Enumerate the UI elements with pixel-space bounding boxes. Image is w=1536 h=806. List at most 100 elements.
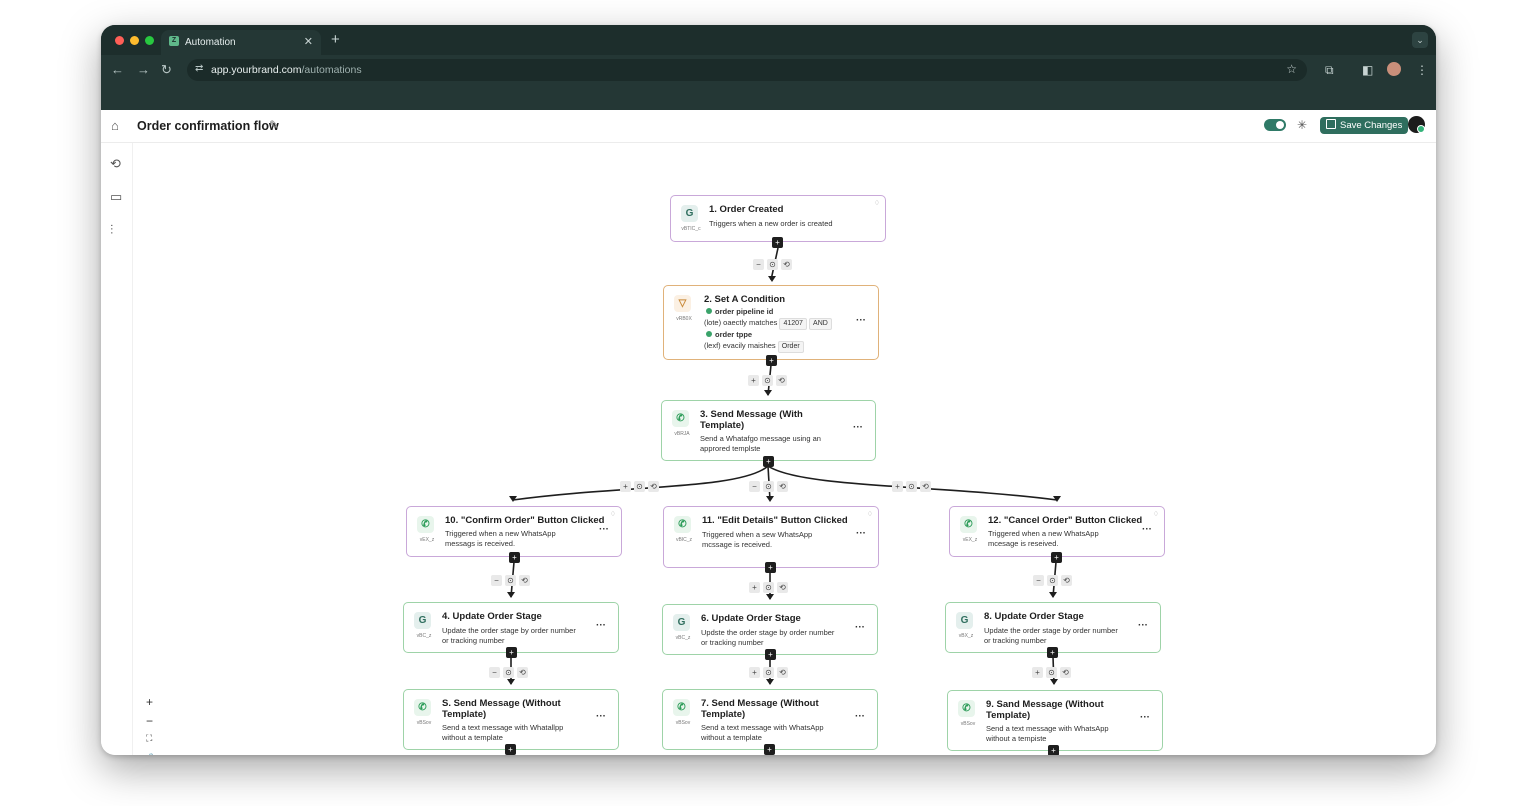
new-tab-button[interactable]: + xyxy=(331,31,340,48)
forward-icon[interactable]: → xyxy=(137,62,150,77)
flow-enabled-toggle[interactable] xyxy=(1264,119,1286,131)
address-bar[interactable]: ⇄ app.yourbrand.com/automations ☆ xyxy=(187,59,1307,81)
extensions-icon[interactable]: ⧉ xyxy=(1325,63,1334,77)
node-cancel-order-clicked[interactable]: ✆ vEX_z 12. "Cancel Order" Button Clicke… xyxy=(949,506,1165,557)
add-step-port[interactable]: + xyxy=(506,647,517,658)
add-step-icon[interactable]: + xyxy=(748,375,759,386)
comments-icon[interactable]: ▭ xyxy=(110,189,123,204)
history-step-icon[interactable]: ⟲ xyxy=(1061,575,1072,586)
remove-step-icon[interactable]: − xyxy=(753,259,764,270)
remove-step-icon[interactable]: − xyxy=(489,667,500,678)
settings-icon[interactable]: ⊙ xyxy=(1047,575,1058,586)
bookmark-star-icon[interactable]: ☆ xyxy=(1286,62,1297,76)
add-step-port[interactable]: + xyxy=(1047,647,1058,658)
add-step-port[interactable]: + xyxy=(764,744,775,755)
node-order-created[interactable]: G vBTIC_c 1. Order Created Triggers when… xyxy=(670,195,886,242)
edit-title-icon[interactable]: ✎ xyxy=(269,118,280,132)
settings-icon[interactable]: ⊙ xyxy=(763,667,774,678)
site-settings-icon[interactable]: ⇄ xyxy=(195,63,204,74)
settings-icon[interactable]: ⊙ xyxy=(1046,667,1057,678)
remove-step-icon[interactable]: − xyxy=(491,575,502,586)
more-options-icon[interactable]: ··· xyxy=(1138,620,1148,631)
settings-icon[interactable]: ⊙ xyxy=(503,667,514,678)
profile-avatar[interactable] xyxy=(1387,62,1401,76)
add-step-icon[interactable]: + xyxy=(620,481,631,492)
remove-step-icon[interactable]: − xyxy=(749,481,760,492)
more-options-icon[interactable]: ··· xyxy=(596,711,606,722)
tab-search-button[interactable]: ⌄ xyxy=(1412,32,1428,48)
add-step-port[interactable]: + xyxy=(772,237,783,248)
zoom-out-button[interactable]: − xyxy=(146,714,154,728)
add-step-port[interactable]: + xyxy=(766,355,777,366)
add-step-icon[interactable]: + xyxy=(1032,667,1043,678)
history-step-icon[interactable]: ⟲ xyxy=(1060,667,1071,678)
notification-bell-icon[interactable]: ♢ xyxy=(866,511,873,518)
user-avatar[interactable] xyxy=(1408,116,1425,133)
maximize-window-button[interactable] xyxy=(145,36,154,45)
add-step-port[interactable]: + xyxy=(765,562,776,573)
more-options-icon[interactable]: ··· xyxy=(596,620,606,631)
fit-view-button[interactable]: ⛶ xyxy=(146,733,153,743)
notification-bell-icon[interactable]: ♢ xyxy=(1152,511,1159,518)
settings-icon[interactable]: ⊙ xyxy=(767,259,778,270)
node-update-order-stage-8[interactable]: G vBX_z 8. Update Order Stage Update the… xyxy=(945,602,1161,653)
more-options-icon[interactable]: ··· xyxy=(856,528,866,539)
node-update-order-stage-4[interactable]: G vBC_z 4. Update Order Stage Update the… xyxy=(403,602,619,653)
back-icon[interactable]: ← xyxy=(111,62,124,77)
add-step-port[interactable]: + xyxy=(1051,552,1062,563)
add-step-port[interactable]: + xyxy=(763,456,774,467)
remove-step-icon[interactable]: − xyxy=(1033,575,1044,586)
history-step-icon[interactable]: ⟲ xyxy=(777,582,788,593)
add-step-port[interactable]: + xyxy=(765,649,776,660)
minimize-window-button[interactable] xyxy=(130,36,139,45)
tab-close-icon[interactable]: ✕ xyxy=(303,36,313,48)
history-step-icon[interactable]: ⟲ xyxy=(920,481,931,492)
history-step-icon[interactable]: ⟲ xyxy=(648,481,659,492)
settings-icon[interactable]: ⊙ xyxy=(634,481,645,492)
add-step-port[interactable]: + xyxy=(509,552,520,563)
more-options-icon[interactable]: ··· xyxy=(855,711,865,722)
history-step-icon[interactable]: ⟲ xyxy=(777,481,788,492)
add-step-icon[interactable]: + xyxy=(749,667,760,678)
settings-icon[interactable]: ⊙ xyxy=(763,582,774,593)
node-edit-details-clicked[interactable]: ✆ vBIC_z 11. "Edit Details" Button Click… xyxy=(663,506,879,568)
settings-icon[interactable]: ⊙ xyxy=(763,481,774,492)
tab-automation[interactable]: Z Automation ✕ xyxy=(161,30,321,55)
more-options-icon[interactable]: ··· xyxy=(599,524,609,535)
save-changes-button[interactable]: Save Changes xyxy=(1320,117,1409,134)
filters-icon[interactable]: ⫶ xyxy=(110,222,114,237)
node-confirm-order-clicked[interactable]: ✆ vEX_z 10. "Confirm Order" Button Click… xyxy=(406,506,622,557)
lock-canvas-button[interactable]: 🔒 xyxy=(146,753,156,755)
history-step-icon[interactable]: ⟲ xyxy=(517,667,528,678)
more-options-icon[interactable]: ··· xyxy=(855,622,865,633)
add-step-port[interactable]: + xyxy=(1048,745,1059,755)
settings-icon[interactable]: ⊙ xyxy=(505,575,516,586)
notification-bell-icon[interactable]: ♢ xyxy=(609,511,616,518)
node-update-order-stage-6[interactable]: G vBC_z 6. Update Order Stage Updste the… xyxy=(662,604,878,655)
node-set-condition[interactable]: ▽ vRB0X 2. Set A Condition order pipelin… xyxy=(663,285,879,360)
history-step-icon[interactable]: ⟲ xyxy=(777,667,788,678)
browser-menu-icon[interactable]: ⋮ xyxy=(1416,63,1428,77)
more-options-icon[interactable]: ··· xyxy=(856,315,866,326)
history-step-icon[interactable]: ⟲ xyxy=(776,375,787,386)
settings-icon[interactable]: ⊙ xyxy=(906,481,917,492)
notification-bell-icon[interactable]: ♢ xyxy=(873,200,880,207)
settings-icon[interactable]: ⊙ xyxy=(762,375,773,386)
reload-icon[interactable]: ↻ xyxy=(161,62,172,77)
close-window-button[interactable] xyxy=(115,36,124,45)
more-options-icon[interactable]: ··· xyxy=(1140,712,1150,723)
history-step-icon[interactable]: ⟲ xyxy=(519,575,530,586)
more-options-icon[interactable]: ··· xyxy=(853,422,863,433)
add-step-icon[interactable]: + xyxy=(892,481,903,492)
more-options-icon[interactable]: ··· xyxy=(1142,524,1152,535)
home-icon[interactable]: ⌂ xyxy=(111,118,119,133)
zoom-in-button[interactable]: + xyxy=(146,695,154,709)
side-panel-icon[interactable]: ◧ xyxy=(1362,63,1374,77)
history-step-icon[interactable]: ⟲ xyxy=(781,259,792,270)
add-step-icon[interactable]: + xyxy=(749,582,760,593)
history-icon[interactable]: ⟲ xyxy=(110,156,121,171)
